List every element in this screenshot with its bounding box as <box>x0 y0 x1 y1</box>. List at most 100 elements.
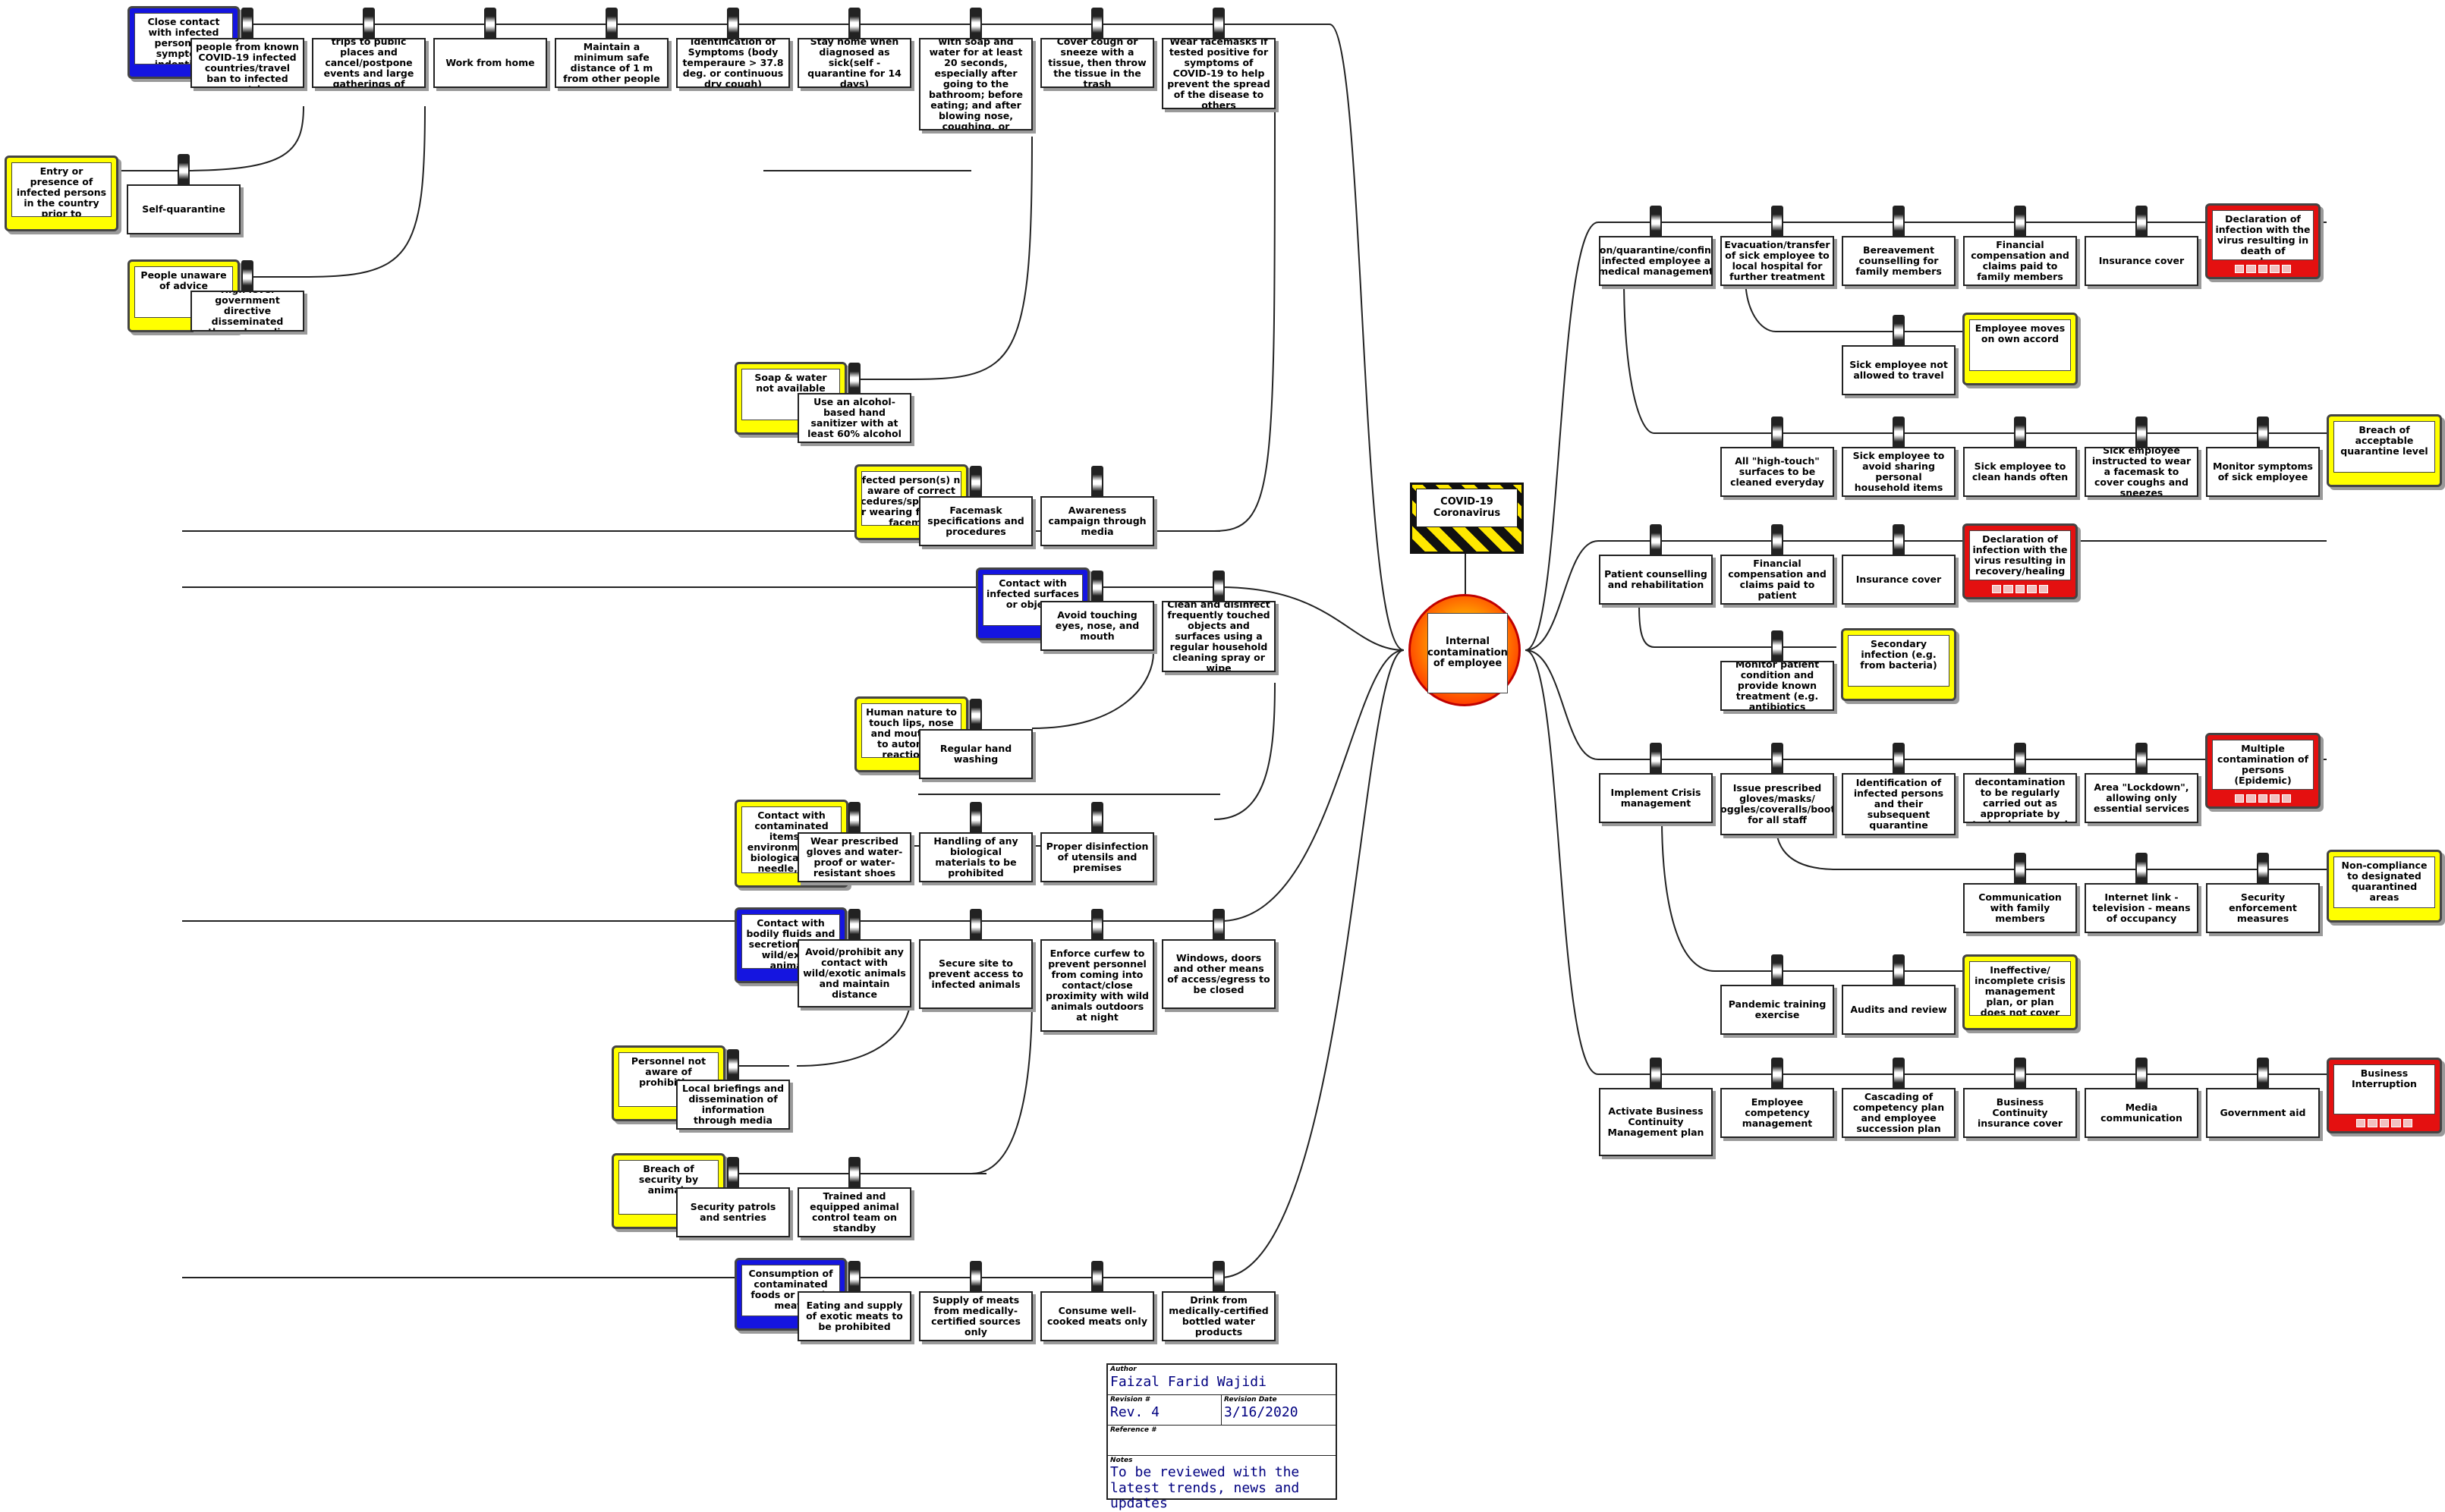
control-clean-and-disinfect-frequently-touched-o[interactable]: Clean and disinfect frequently touched o… <box>1162 601 1276 672</box>
control-entry-ban-for-people-from-known-covid-19[interactable]: Entry ban for people from known COVID-19… <box>190 38 304 88</box>
barrier-indicator-icon <box>727 8 739 41</box>
recovery-activate-business-continuity-management-[interactable]: Activate Business Continuity Management … <box>1599 1088 1713 1156</box>
control-identification-of-symptoms-body-temperau[interactable]: Identification of Symptoms (body tempera… <box>676 38 790 88</box>
hazard-sign: COVID-19 Coronavirus <box>1410 483 1524 554</box>
threat-secondary-infection-e-g-from-bacteria[interactable]: Secondary infection (e.g. from bacteria) <box>1841 628 1956 701</box>
barrier-indicator-icon <box>1771 1058 1783 1091</box>
control-avoid-touching-eyes-nose-and-mouth[interactable]: Avoid touching eyes, nose, and mouth <box>1040 601 1154 651</box>
recovery-insurance-cover[interactable]: Insurance cover <box>1842 555 1956 605</box>
recovery-financial-compensation-and-claims-paid-t[interactable]: Financial compensation and claims paid t… <box>1963 236 2077 286</box>
consequence-declaration-of-infection-with-the-virus-[interactable]: Declaration of infection with the virus … <box>2205 203 2321 279</box>
consequence-declaration-of-infection-with-the-virus-[interactable]: Declaration of infection with the virus … <box>1962 523 2078 599</box>
connector-line <box>1219 649 1405 1278</box>
control-regular-hand-washing[interactable]: Regular hand washing <box>919 729 1033 779</box>
recovery-media-communication[interactable]: Media communication <box>2085 1088 2198 1138</box>
recovery-financial-compensation-and-claims-paid-t[interactable]: Financial compensation and claims paid t… <box>1720 555 1834 605</box>
consequence-business-interruption[interactable]: Business Interruption <box>2327 1058 2442 1133</box>
control-windows-doors-and-other-means-of-access-[interactable]: Windows, doors and other means of access… <box>1162 939 1276 1009</box>
recovery-area-lockdown-allowing-only-essential-se[interactable]: Area "Lockdown", allowing only essential… <box>2085 773 2198 823</box>
control-consume-well-cooked-meats-only[interactable]: Consume well-cooked meats only <box>1040 1291 1154 1341</box>
barrier-indicator-icon <box>1091 909 1103 942</box>
control-self-quarantine[interactable]: Self-quarantine <box>127 184 241 234</box>
control-avoid-prohibit-any-contact-with-wild-exo[interactable]: Avoid/prohibit any contact with wild/exo… <box>798 939 911 1007</box>
recovery-monitor-patient-condition-and-provide-kn[interactable]: Monitor patient condition and provide kn… <box>1720 661 1834 711</box>
recovery-government-aid[interactable]: Government aid <box>2206 1088 2320 1138</box>
recovery-cascading-of-competency-plan-and-employe[interactable]: Cascading of competency plan and employe… <box>1842 1088 1956 1138</box>
control-maintain-a-minimum-safe-distance-of-1-m-[interactable]: Maintain a minimum safe distance of 1 m … <box>555 38 669 88</box>
control-high-level-government-directive-dissemin[interactable]: High level government directive dissemin… <box>190 291 304 332</box>
control-work-from-home[interactable]: Work from home <box>433 38 547 88</box>
control-eating-and-supply-of-exotic-meats-to-be-[interactable]: Eating and supply of exotic meats to be … <box>798 1291 911 1341</box>
barrier-indicator-icon <box>1650 1058 1662 1091</box>
control-enforce-curfew-to-prevent-personnel-from[interactable]: Enforce curfew to prevent personnel from… <box>1040 939 1154 1032</box>
recovery-identification-of-infected-persons-and-t[interactable]: Identification of infected persons and t… <box>1842 773 1956 835</box>
recovery-employee-competency-management[interactable]: Employee competency management <box>1720 1088 1834 1138</box>
barrier-indicator-icon <box>727 1049 739 1083</box>
author-value: Faizal Farid Wajidi <box>1110 1374 1267 1390</box>
revision-cell: Revision # Rev. 4 <box>1108 1395 1222 1426</box>
threat-entry-or-presence-of-infected-persons-in[interactable]: Entry or presence of infected persons in… <box>5 156 118 231</box>
barrier-indicator-icon <box>2257 853 2269 886</box>
recovery-sick-employee-instructed-to-wear-a-facem[interactable]: Sick employee instructed to wear a facem… <box>2085 447 2198 497</box>
recovery-all-high-touch-surfaces-to-be-cleaned-ev[interactable]: All "high-touch" surfaces to be cleaned … <box>1720 447 1834 497</box>
recovery-area-decontamination-to-be-regularly-car[interactable]: Area decontamination to be regularly car… <box>1963 773 2077 823</box>
barrier-indicator-icon <box>178 154 190 187</box>
barrier-indicator-icon <box>2135 1058 2148 1091</box>
control-wear-facemasks-if-tested-positive-for-sy[interactable]: Wear facemasks if tested positive for sy… <box>1162 38 1276 109</box>
revision-date-value: 3/16/2020 <box>1224 1404 1298 1420</box>
control-proper-disinfection-of-utensils-and-prem[interactable]: Proper disinfection of utensils and prem… <box>1040 832 1154 882</box>
control-use-an-alcohol-based-hand-sanitizer-with[interactable]: Use an alcohol-based hand sanitizer with… <box>798 393 911 443</box>
threat-ineffective-incomplete-crisis-management[interactable]: Ineffective/ incomplete crisis managemen… <box>1962 954 2078 1030</box>
connector-line <box>181 105 304 171</box>
reference-label: Reference # <box>1110 1426 1156 1434</box>
barrier-indicator-icon <box>1091 1261 1103 1294</box>
control-avoid-unnecessary-trips-to-public-places[interactable]: Avoid unnecessary trips to public places… <box>312 38 426 88</box>
recovery-insurance-cover[interactable]: Insurance cover <box>2085 236 2198 286</box>
top-event-hub[interactable]: Internal contamination of employee <box>1408 594 1521 706</box>
control-wash-hands-often-with-soap-and-water-for[interactable]: Wash hands often with soap and water for… <box>919 38 1033 130</box>
barrier-indicator-icon <box>1091 802 1103 835</box>
threat-breach-of-acceptable-quarantine-level[interactable]: Breach of acceptable quarantine level <box>2327 414 2442 487</box>
recovery-sick-employee-not-allowed-to-travel[interactable]: Sick employee not allowed to travel <box>1842 345 1956 395</box>
control-secure-site-to-prevent-access-to-infecte[interactable]: Secure site to prevent access to infecte… <box>919 939 1033 1009</box>
recovery-isolation-quarantine-confinement-of-infe[interactable]: Isolation/quarantine/confinement of infe… <box>1599 236 1713 286</box>
recovery-internet-link-television-means-of-occupa[interactable]: Internet link - television - means of oc… <box>2085 883 2198 933</box>
recovery-business-continuity-insurance-cover[interactable]: Business Continuity insurance cover <box>1963 1088 2077 1138</box>
threat-employee-moves-on-own-accord[interactable]: Employee moves on own accord <box>1962 313 2078 385</box>
revision-value: Rev. 4 <box>1110 1404 1160 1420</box>
control-drink-from-medically-certified-bottled-w[interactable]: Drink from medically-certified bottled w… <box>1162 1291 1276 1341</box>
recovery-evacuation-transfer-of-sick-employee-to-[interactable]: Evacuation/transfer of sick employee to … <box>1720 236 1834 286</box>
control-awareness-campaign-through-media[interactable]: Awareness campaign through media <box>1040 496 1154 546</box>
recovery-sick-employee-to-avoid-sharing-personal-[interactable]: Sick employee to avoid sharing personal … <box>1842 447 1956 497</box>
consequence-rating-icon <box>2356 1119 2413 1127</box>
recovery-implement-crisis-management[interactable]: Implement Crisis management <box>1599 773 1713 823</box>
recovery-bereavement-counselling-for-family-membe[interactable]: Bereavement counselling for family membe… <box>1842 236 1956 286</box>
author-label: Author <box>1110 1366 1137 1373</box>
threat-non-compliance-to-designated-quarantined[interactable]: Non-compliance to designated quarantined… <box>2327 850 2442 923</box>
control-local-briefings-and-dissemination-of-inf[interactable]: Local briefings and dissemination of inf… <box>676 1080 790 1130</box>
barrier-indicator-icon <box>848 802 861 835</box>
control-facemask-specifications-and-procedures[interactable]: Facemask specifications and procedures <box>919 496 1033 546</box>
control-cover-cough-or-sneeze-with-a-tissue-then[interactable]: Cover cough or sneeze with a tissue, the… <box>1040 38 1154 88</box>
hazard-label: Breach of acceptable quarantine level <box>2333 421 2435 473</box>
recovery-monitor-symptoms-of-sick-employee[interactable]: Monitor symptoms of sick employee <box>2206 447 2320 497</box>
recovery-communication-with-family-members[interactable]: Communication with family members <box>1963 883 2077 933</box>
control-security-patrols-and-sentries[interactable]: Security patrols and sentries <box>676 1187 790 1237</box>
consequence-multiple-contamination-of-persons-epidem[interactable]: Multiple contamination of persons (Epide… <box>2205 733 2321 809</box>
recovery-patient-counselling-and-rehabilitation[interactable]: Patient counselling and rehabilitation <box>1599 555 1713 605</box>
control-trained-and-equipped-animal-control-team[interactable]: Trained and equipped animal control team… <box>798 1187 911 1237</box>
recovery-pandemic-training-exercise[interactable]: Pandemic training exercise <box>1720 985 1834 1035</box>
control-supply-of-meats-from-medically-certified[interactable]: Supply of meats from medically-certified… <box>919 1291 1033 1341</box>
recovery-issue-prescribed-gloves-masks-goggles-co[interactable]: Issue prescribed gloves/masks/ goggles/c… <box>1720 773 1834 835</box>
recovery-sick-employee-to-clean-hands-often[interactable]: Sick employee to clean hands often <box>1963 447 2077 497</box>
hazard-label: Ineffective/ incomplete crisis managemen… <box>1969 961 2071 1016</box>
control-wear-prescribed-gloves-and-water-proof-o[interactable]: Wear prescribed gloves and water-proof o… <box>798 832 911 882</box>
barrier-indicator-icon <box>727 1157 739 1190</box>
recovery-audits-and-review[interactable]: Audits and review <box>1842 985 1956 1035</box>
control-handling-of-any-biological-materials-to-[interactable]: Handling of any biological materials to … <box>919 832 1033 882</box>
barrier-indicator-icon <box>1893 524 1905 558</box>
recovery-security-enforcement-measures[interactable]: Security enforcement measures <box>2206 883 2320 933</box>
connector-line <box>1031 652 1154 729</box>
revision-date-label: Revision Date <box>1224 1396 1277 1404</box>
control-stay-home-when-diagnosed-as-sick-self-qu[interactable]: Stay home when diagnosed as sick(self -q… <box>798 38 911 88</box>
